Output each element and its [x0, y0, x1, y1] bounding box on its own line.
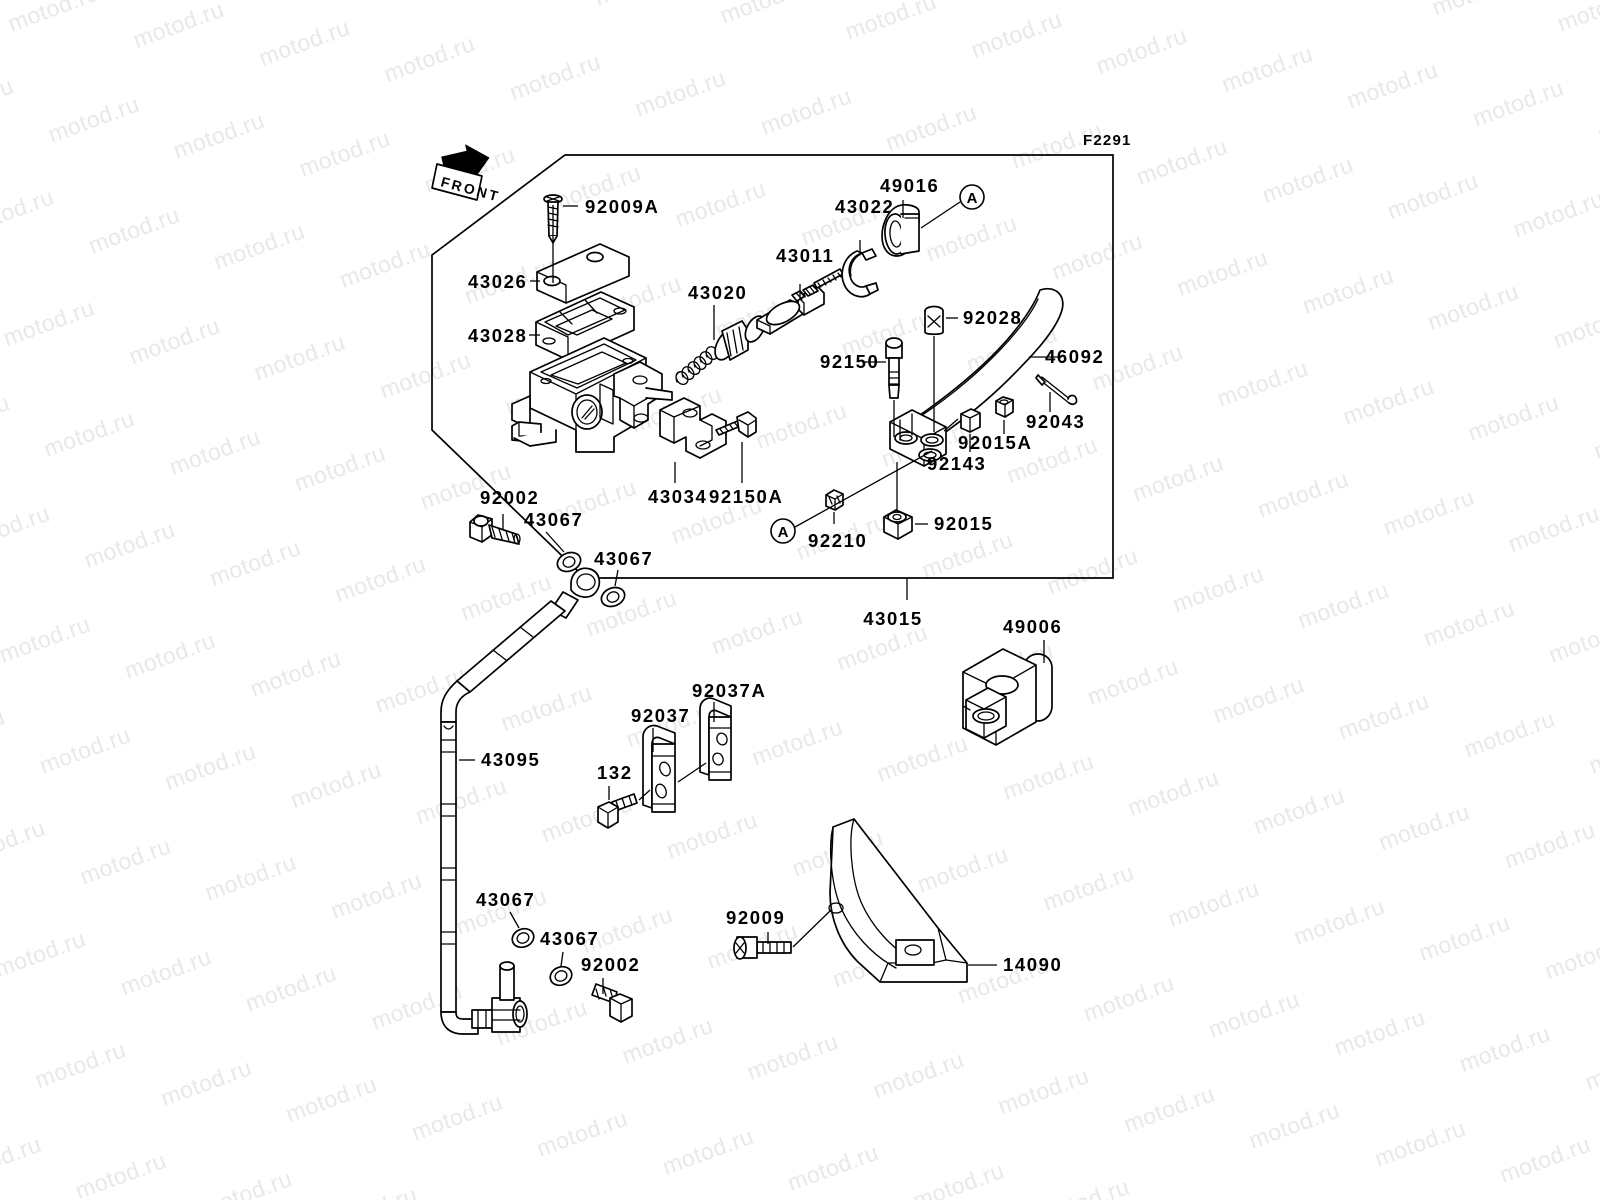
part-92037A-clamp: [699, 697, 732, 781]
label-92015: 92015: [934, 513, 993, 534]
label-92043: 92043: [1026, 411, 1085, 432]
label-92037A: 92037A: [692, 680, 766, 701]
leader-a-bottom: [794, 450, 933, 528]
reference-label-a-top: A: [967, 190, 978, 207]
part-43067-washer-upper-2: [600, 586, 626, 608]
label-92002-lower: 92002: [581, 954, 640, 975]
label-43015: 43015: [863, 608, 922, 629]
part-49006-hose-guide: [962, 648, 1053, 746]
label-43067-upper-1: 43067: [524, 509, 583, 530]
label-92015A: 92015A: [958, 432, 1032, 453]
label-43020: 43020: [688, 282, 747, 303]
label-43067-lower-2: 43067: [540, 928, 599, 949]
part-92009-screw: [733, 936, 792, 960]
label-92150: 92150: [820, 351, 879, 372]
part-92210-clip: [825, 489, 844, 511]
master-cylinder-body: [511, 337, 673, 453]
leader-43067-l2: [560, 951, 564, 967]
label-92150A: 92150A: [709, 486, 783, 507]
label-43022: 43022: [835, 196, 894, 217]
reference-label-a-bottom: A: [778, 524, 789, 541]
part-43067-washer-lower-2: [549, 965, 573, 987]
label-92028: 92028: [963, 307, 1022, 328]
part-92043-cotter-pin: [1035, 374, 1078, 406]
label-43011: 43011: [776, 245, 834, 266]
label-43067-upper-2: 43067: [594, 548, 653, 569]
diagram-code: F2291: [1083, 132, 1132, 149]
part-43022-circlip: [841, 248, 879, 298]
label-92002-upper: 92002: [480, 487, 539, 508]
label-14090: 14090: [1003, 954, 1062, 975]
part-92002-banjo-bolt-lower: [591, 983, 633, 1023]
label-43067-lower-1: 43067: [476, 889, 535, 910]
part-92002-banjo-bolt-upper: [469, 514, 521, 545]
leader-a-top: [920, 201, 961, 229]
part-43026-reservoir-cap: [536, 243, 630, 304]
part-92143-pin: [960, 408, 981, 433]
part-43034-holder: [659, 397, 727, 459]
label-92210: 92210: [808, 530, 867, 551]
leader-92009-to-guard: [792, 908, 833, 948]
part-92015-nut: [883, 509, 913, 540]
label-49006: 49006: [1003, 616, 1062, 637]
label-92143: 92143: [927, 453, 986, 474]
part-14090-guard: [828, 818, 968, 983]
label-92037: 92037: [631, 705, 690, 726]
part-43095-brake-hose: [440, 567, 601, 1035]
part-92015A-nut: [995, 396, 1014, 418]
part-92028-bushing: [924, 305, 944, 336]
label-132: 132: [597, 762, 633, 783]
label-92009: 92009: [726, 907, 785, 928]
label-43026: 43026: [468, 271, 527, 292]
label-46092: 46092: [1045, 346, 1104, 367]
label-49016: 49016: [880, 175, 939, 196]
label-43028: 43028: [468, 325, 527, 346]
leader-43067-l1: [509, 911, 520, 929]
label-43034: 43034: [648, 486, 707, 507]
label-92009A: 92009A: [585, 196, 659, 217]
front-direction-marker: FRONT: [431, 144, 502, 205]
label-43095: 43095: [481, 749, 540, 770]
part-132-bolt: [597, 793, 638, 829]
part-92150-pivot-bolt: [885, 337, 903, 399]
part-92037-clamp: [642, 724, 676, 813]
part-43067-washer-lower-1: [511, 927, 535, 949]
